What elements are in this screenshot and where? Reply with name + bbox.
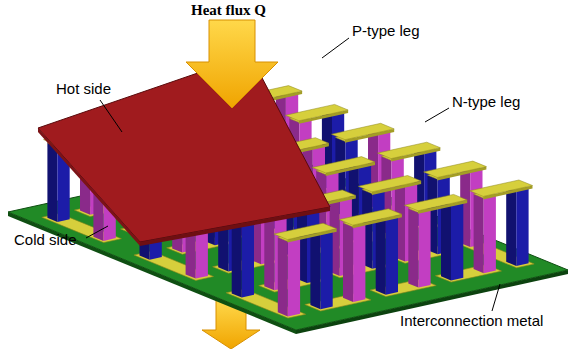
leader-line	[86, 226, 108, 238]
thermo-leg	[506, 184, 528, 266]
leader-line	[100, 100, 122, 132]
leg-side	[47, 143, 57, 222]
top-interconnect	[424, 161, 487, 180]
flow-label: Heat flux Q	[191, 1, 266, 19]
strip-top	[285, 104, 348, 120]
part-label: Hot side	[56, 80, 111, 98]
top-interconnect	[332, 123, 395, 142]
leg-front	[321, 232, 333, 310]
top-interconnect	[378, 142, 441, 161]
thermo-leg	[408, 206, 430, 288]
thermo-leg	[376, 213, 398, 295]
part-label: P-type leg	[352, 22, 420, 40]
leg-front	[353, 224, 365, 302]
strip-top	[470, 180, 533, 196]
leg-side	[343, 223, 353, 302]
leg-front	[386, 217, 398, 295]
strip-top	[404, 194, 467, 210]
hot-plate-edge	[38, 128, 140, 246]
top-interconnect	[312, 157, 375, 176]
leg-side	[278, 237, 288, 316]
leader-line	[492, 284, 500, 311]
leader-lines	[86, 38, 500, 311]
leader-line	[425, 108, 449, 122]
thermo-leg	[278, 235, 300, 317]
leg-side	[376, 216, 386, 295]
top-interconnect	[358, 176, 421, 195]
leg-front	[242, 220, 254, 298]
leg-side	[232, 218, 242, 297]
strip-top	[332, 123, 395, 139]
thermo-leg	[310, 227, 332, 309]
leg-side	[506, 187, 516, 266]
hot-plate-edge	[140, 207, 330, 246]
top-interconnect	[274, 223, 337, 242]
thermo-leg	[343, 220, 365, 302]
top-interconnect	[339, 209, 402, 228]
top-interconnect	[470, 180, 533, 199]
leg-front	[516, 188, 528, 266]
leg-front	[484, 196, 496, 274]
top-interconnect	[285, 104, 348, 123]
leg-front	[288, 239, 300, 317]
leg-side	[474, 194, 484, 273]
strip-top	[312, 157, 375, 173]
leg-side	[408, 208, 418, 287]
leg-side	[310, 230, 320, 309]
thermo-leg	[474, 191, 496, 273]
strip-top	[424, 161, 487, 177]
part-label: Cold side	[14, 231, 77, 249]
leg-side	[264, 211, 274, 290]
leader-line	[322, 38, 349, 58]
strip-top	[274, 223, 337, 239]
strip-top	[339, 209, 402, 225]
thermo-leg	[441, 199, 463, 281]
leg-front	[451, 203, 463, 281]
part-label: N-type leg	[452, 93, 520, 111]
part-label: Interconnection metal	[400, 312, 543, 330]
heat-in-arrow	[186, 20, 278, 108]
hot-side-plate	[38, 55, 330, 242]
strip-top	[378, 142, 441, 158]
leg-front	[418, 210, 430, 288]
leg-side	[441, 201, 451, 280]
top-interconnect	[404, 194, 467, 213]
strip-top	[358, 176, 421, 192]
